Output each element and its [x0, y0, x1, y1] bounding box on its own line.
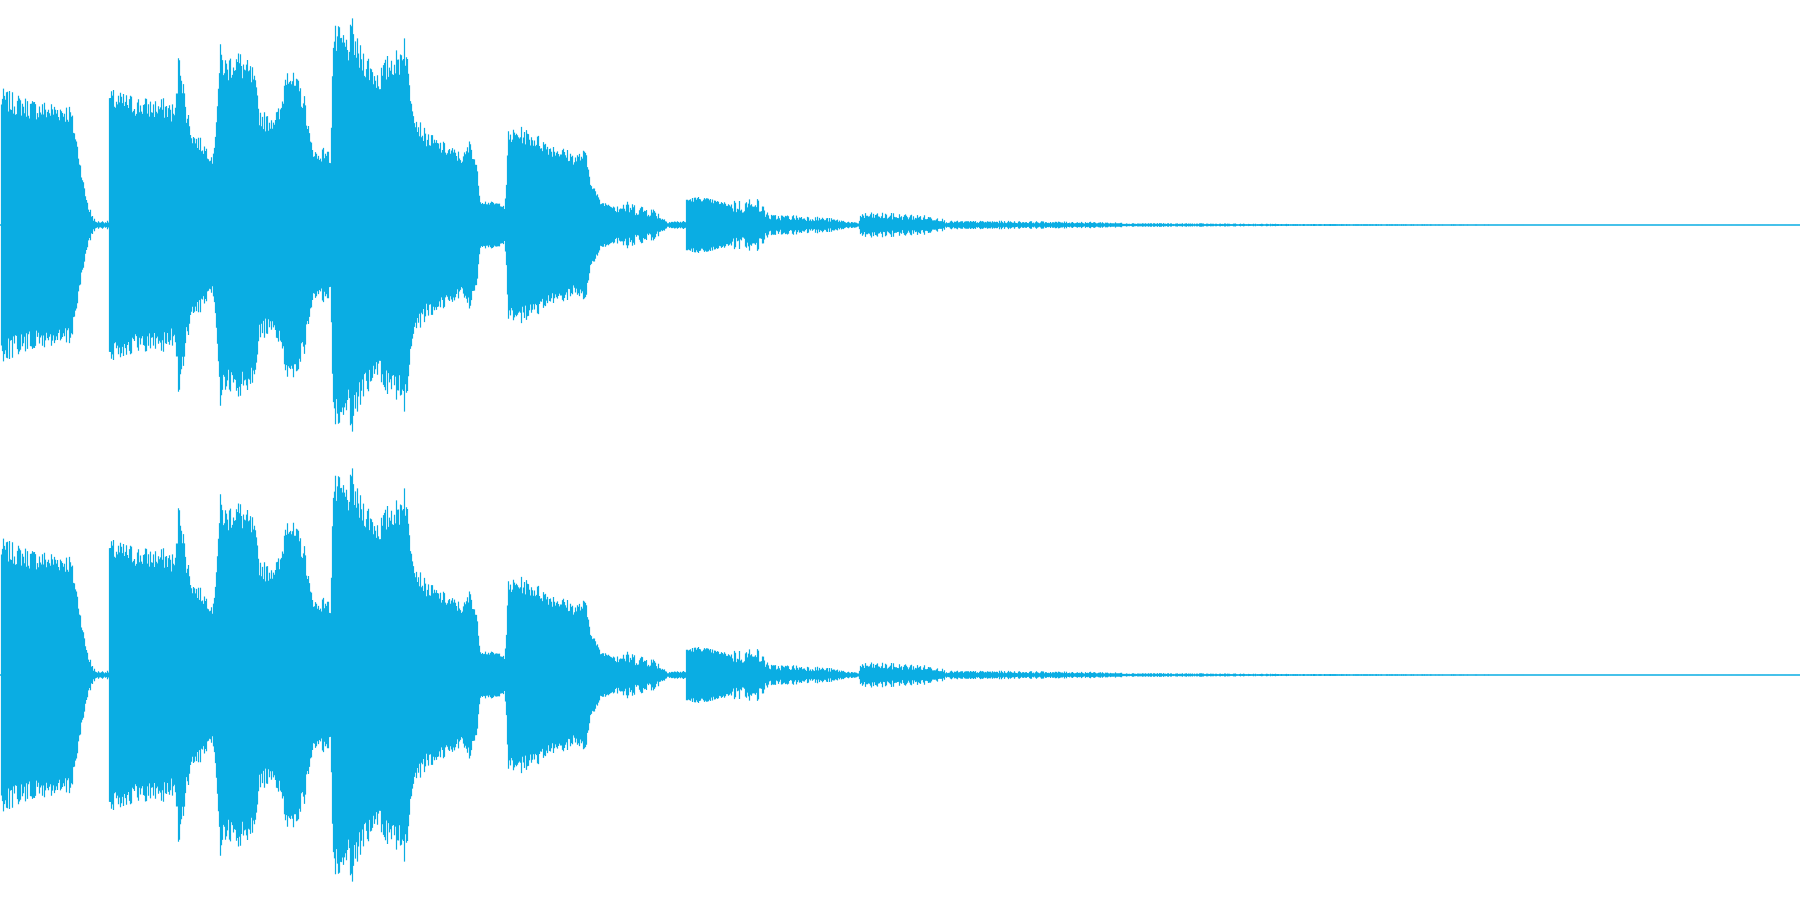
channel-right	[0, 468, 1800, 882]
waveform-trace	[0, 468, 1800, 882]
channel-left	[0, 18, 1800, 432]
waveform-trace	[0, 18, 1800, 432]
